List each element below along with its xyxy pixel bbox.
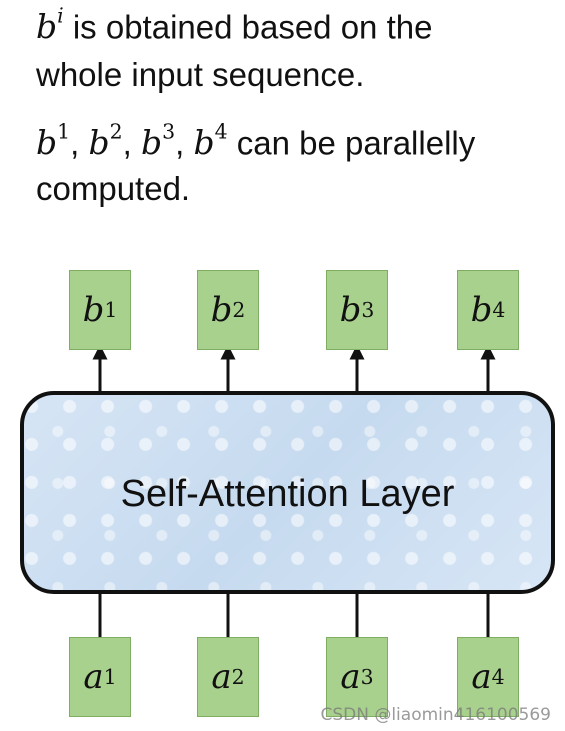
caption-text-1: is obtained based on the <box>63 8 433 46</box>
caption-line-3: b1, b2, b3, b4 can be parallelly <box>36 120 476 163</box>
layer-label: Self-Attention Layer <box>120 473 455 515</box>
caption-var-b2: b2 <box>88 120 123 163</box>
caption-line-1: bi is obtained based on the <box>36 4 433 47</box>
caption-var-b: bi <box>36 4 64 47</box>
caption-text-3: can be parallelly <box>227 124 476 162</box>
caption-line-2: whole input sequence. <box>36 56 365 93</box>
caption-var-b1: b1 <box>36 120 71 163</box>
caption-var-b3: b3 <box>140 120 176 163</box>
caption-line-4: computed. <box>36 170 191 207</box>
self-attention-layer: Self-Attention Layer <box>20 391 555 594</box>
caption-var-b4: b4 <box>193 120 228 163</box>
watermark: CSDN @liaomin416100569 <box>320 705 551 725</box>
